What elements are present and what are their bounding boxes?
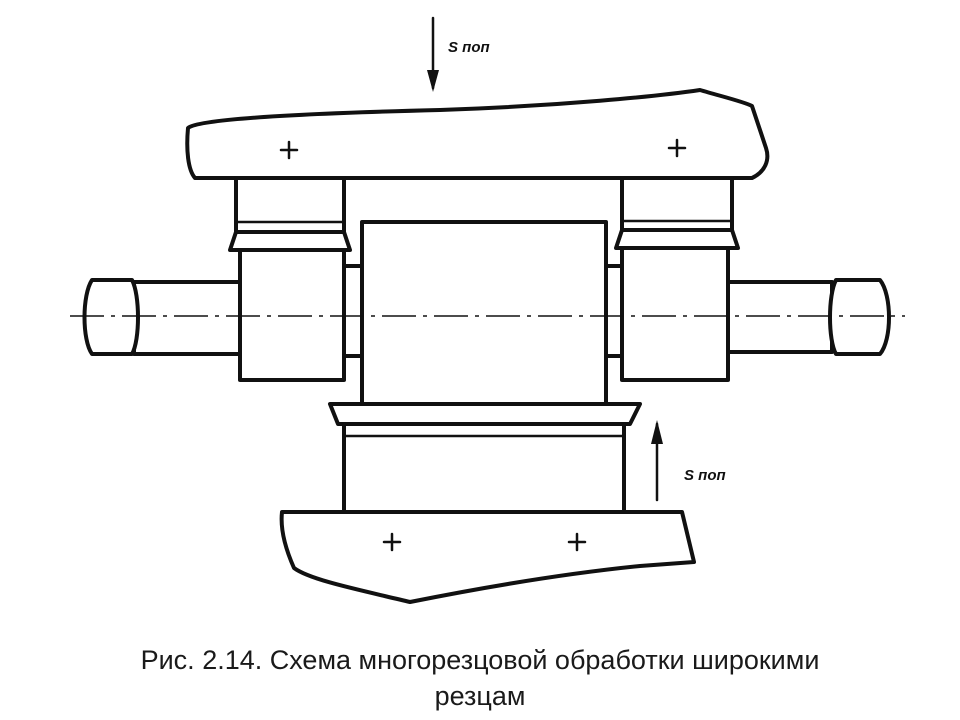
bottom-tool-holder — [279, 510, 696, 604]
bottom-feed-label: S поп — [684, 467, 726, 484]
left-shaft-end — [82, 278, 140, 356]
right-top-cutter — [614, 176, 740, 250]
top-feed-label: S поп — [448, 39, 490, 56]
caption-line-2: резцам — [434, 681, 526, 711]
left-top-cutter — [228, 176, 352, 252]
left-collar — [238, 248, 346, 382]
central-workpiece-body — [360, 220, 608, 406]
top-feed-arrow — [427, 16, 439, 92]
multi-tool-machining-diagram: S поп S поп — [70, 16, 905, 604]
top-tool-holder — [185, 88, 770, 180]
bottom-cutter — [328, 402, 642, 514]
left-step — [342, 264, 364, 358]
right-shaft-journal — [726, 280, 834, 354]
bottom-holder-marks — [382, 532, 587, 552]
caption-line-1: Рис. 2.14. Схема многорезцовой обработки… — [140, 645, 820, 675]
right-collar — [620, 246, 730, 382]
figure-caption: Рис. 2.14. Схема многорезцовой обработки… — [40, 642, 920, 714]
right-shaft-end — [828, 278, 891, 356]
left-shaft-journal — [132, 280, 242, 356]
bottom-feed-arrow — [651, 420, 663, 502]
top-holder-marks — [279, 138, 687, 160]
